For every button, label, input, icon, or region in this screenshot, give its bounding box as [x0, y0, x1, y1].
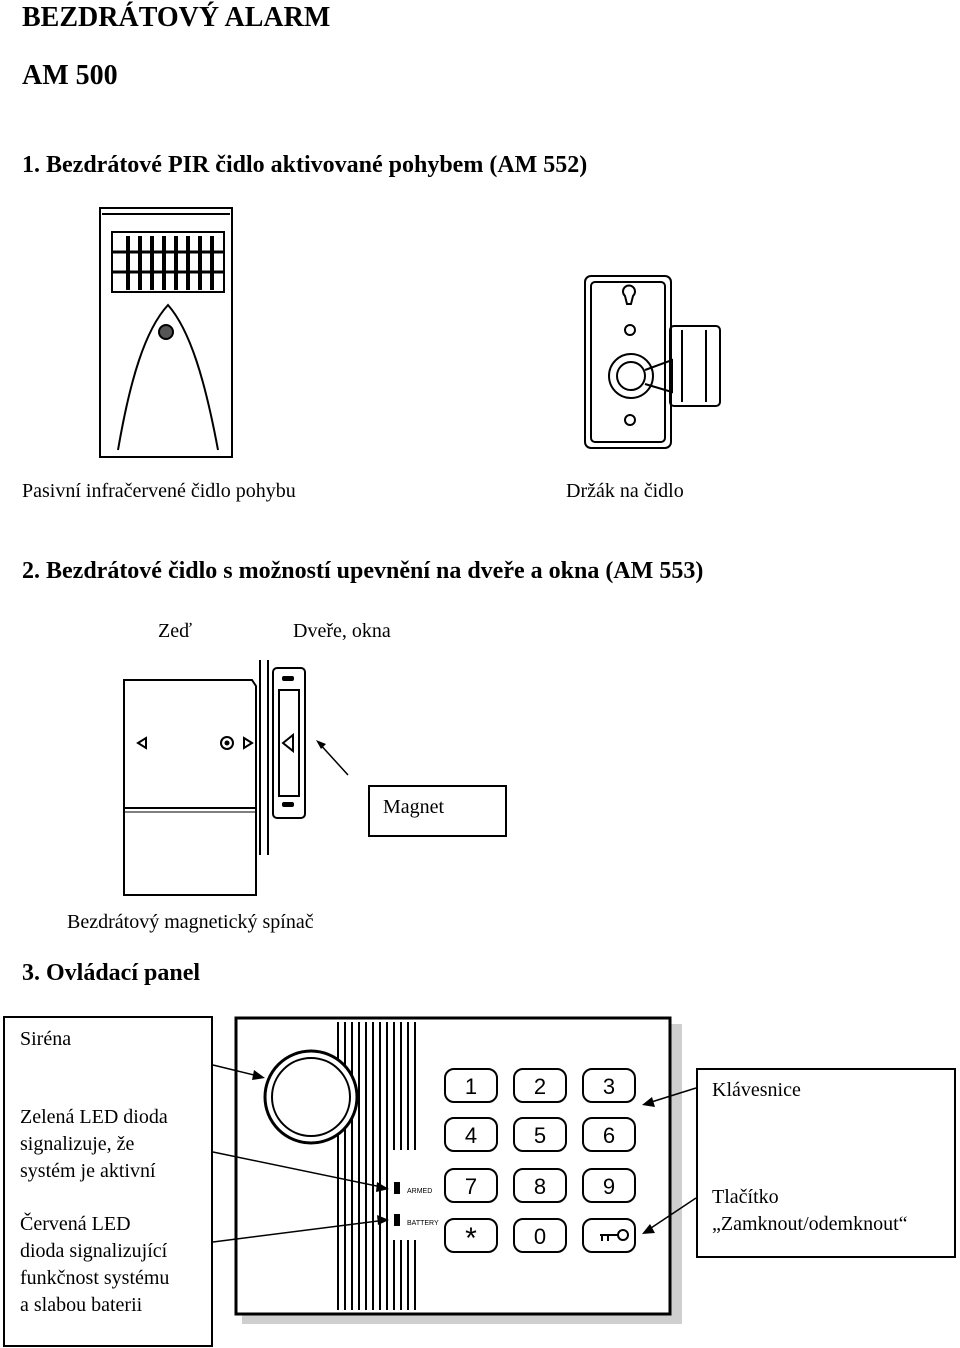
door-window-label: Dveře, okna: [293, 620, 391, 642]
siren-label: Siréna: [20, 1028, 72, 1050]
key-1: 1: [465, 1074, 477, 1099]
key-3: 3: [603, 1074, 615, 1099]
holder-caption: Držák na čidlo: [566, 480, 684, 502]
lock-button-label-line2: „Zamknout/odemknout“: [712, 1213, 908, 1235]
magnetic-switch-caption: Bezdrátový magnetický spínač: [67, 911, 314, 933]
magnet-label-box: [368, 785, 507, 837]
panel-left-labels-box: [3, 1016, 213, 1347]
red-led-label-line4: a slabou baterii: [20, 1294, 143, 1316]
pir-sensor-caption: Pasivní infračervené čidlo pohybu: [22, 480, 296, 502]
section3-heading: 3. Ovládací panel: [22, 960, 201, 986]
key-6: 6: [603, 1123, 615, 1148]
key-4: 4: [465, 1123, 477, 1148]
battery-led-label: BATTERY: [407, 1220, 439, 1227]
green-led-label-line1: Zelená LED dioda: [20, 1106, 168, 1128]
panel-right-labels-box: [696, 1068, 956, 1258]
wall-label: Zeď: [158, 620, 193, 642]
key-star: *: [465, 1222, 477, 1255]
key-lock-icon: [600, 1229, 629, 1241]
magnet-label: Magnet: [383, 796, 445, 818]
document-model: AM 500: [22, 60, 118, 91]
keypad-label: Klávesnice: [712, 1079, 801, 1101]
key-5: 5: [534, 1123, 546, 1148]
key-0: 0: [534, 1224, 546, 1249]
green-led-label-line2: signalizuje, že: [20, 1133, 135, 1155]
green-led-label-line3: systém je aktivní: [20, 1160, 156, 1182]
section2-heading: 2. Bezdrátové čidlo s možností upevnění …: [22, 558, 704, 584]
key-7: 7: [465, 1174, 477, 1199]
red-led-label-line3: funkčnost systému: [20, 1267, 170, 1289]
document-title: BEZDRÁTOVÝ ALARM: [22, 2, 331, 33]
red-led-label-line2: dioda signalizující: [20, 1240, 168, 1262]
key-9: 9: [603, 1174, 615, 1199]
section1-heading: 1. Bezdrátové PIR čidlo aktivované pohyb…: [22, 152, 588, 178]
armed-led-label: ARMED: [407, 1188, 432, 1195]
red-led-label-line1: Červená LED: [20, 1213, 131, 1235]
key-8: 8: [534, 1174, 546, 1199]
lock-button-label-line1: Tlačítko: [712, 1186, 779, 1208]
key-2: 2: [534, 1074, 546, 1099]
